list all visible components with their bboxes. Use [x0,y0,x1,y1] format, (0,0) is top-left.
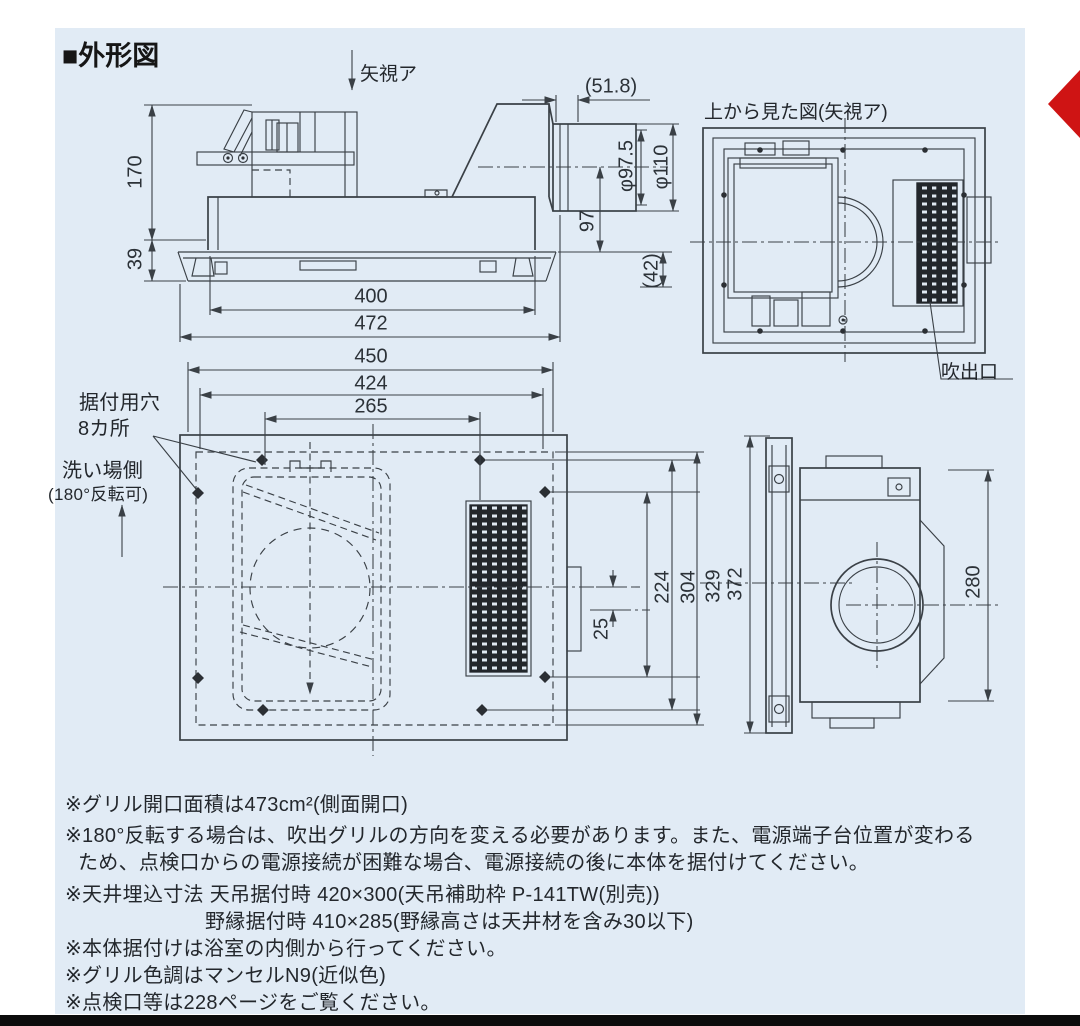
dim-dia-97-5-label: φ97.5 [615,140,638,192]
side-view-drawing [144,50,679,342]
dim-dia-110-label: φ110 [650,144,673,190]
dim-280-label: 280 [962,565,985,599]
dim-472-label: 472 [354,312,388,335]
note-line-3: ため、点検口からの電源接続が困難な場合、電源接続の後に本体を据付けてください。 [78,852,870,874]
dim-97-label: 97 [576,209,599,233]
note-line-6: ※本体据付けは浴室の内側から行ってください。 [65,938,507,960]
dim-51-8-label: (51.8) [584,75,638,98]
dim-304-label: 304 [677,570,700,604]
dim-329-label: 329 [702,569,725,603]
view-arrow-label: 矢視ア [360,64,418,85]
note-line-2: ※180°反転する場合は、吹出グリルの方向を変える必要があります。また、電源端子… [65,825,975,847]
dim-450-label: 450 [354,345,388,368]
red-corner-mark [1048,70,1080,138]
dim-25-label: 25 [590,617,613,641]
note-line-5: 野縁据付時 410×285(野縁高さは天井材を含み30以下) [205,911,694,933]
dim-400-label: 400 [354,285,388,308]
wash-side-label-line1: 洗い場側 [62,460,144,482]
top-view-title: 上から見た図(矢視ア) [704,102,888,123]
dim-224-label: 224 [651,570,674,604]
dim-265-label: 265 [354,395,388,418]
dim-42-label: (42) [640,253,663,289]
dim-39-label: 39 [124,247,147,271]
wash-side-label-line2: (180°反転可) [48,485,149,504]
plan-view-drawing [118,362,704,756]
note-line-8: ※点検口等は228ページをご覧ください。 [65,992,441,1014]
dim-424-label: 424 [354,372,388,395]
diagram-panel-background [55,28,1025,1014]
mount-holes-label-line2: 8カ所 [78,418,131,440]
dim-170-label: 170 [124,155,147,189]
page-title: ■外形図 [62,41,160,71]
top-view-drawing [690,118,1013,380]
note-line-7: ※グリル色調はマンセルN9(近似色) [65,965,387,987]
dim-372-label: 372 [724,567,747,601]
note-line-1: ※グリル開口面積は473cm²(側面開口) [65,794,409,816]
outlet-label: 吹出口 [941,362,999,383]
footer-bar [0,1015,1080,1026]
note-line-4: ※天井埋込寸法 天吊据付時 420×300(天吊補助枠 P-141TW(別売)) [65,884,660,906]
right-side-view-drawing [700,435,998,734]
mount-holes-label-line1: 据付用穴 [79,392,161,414]
